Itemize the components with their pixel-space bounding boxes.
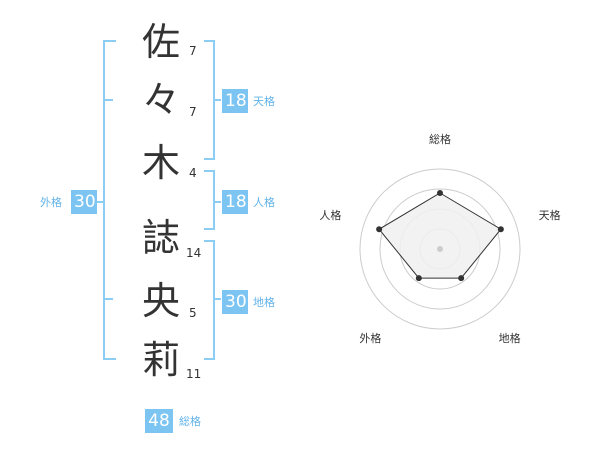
tenkaku-bracket-top xyxy=(204,40,215,42)
radar-ring-3 xyxy=(379,188,501,310)
radar-axis-label-3: 地格 xyxy=(499,331,521,345)
name-char-4: 誌 xyxy=(141,216,180,260)
chikaku-label: 地格 xyxy=(253,296,275,309)
name-char-6: 莉 xyxy=(141,338,180,382)
stroke-count-3: 4 xyxy=(189,166,197,180)
jinkaku-connector xyxy=(215,201,221,203)
radar-point-3 xyxy=(458,275,465,282)
name-char-3: 木 xyxy=(141,141,180,185)
jinkaku-label: 人格 xyxy=(253,196,275,209)
chikaku-bracket-top xyxy=(204,240,215,242)
stroke-count-2: 7 xyxy=(189,105,197,119)
radar-axis-label-2: 天格 xyxy=(539,208,561,222)
radar-axis-label-1: 総格 xyxy=(429,132,451,146)
gaikaku-tick-1 xyxy=(103,99,113,101)
tenkaku-bracket-vertical xyxy=(213,40,215,160)
tenkaku-bracket-bottom xyxy=(204,158,215,160)
stroke-count-6: 11 xyxy=(186,367,202,381)
name-char-2: 々 xyxy=(141,78,180,122)
chikaku-connector xyxy=(215,298,221,300)
jinkaku-bracket-bottom xyxy=(204,228,215,230)
chikaku-value: 30 xyxy=(222,290,248,314)
tenkaku-label: 天格 xyxy=(253,95,275,108)
gaikaku-value: 30 xyxy=(71,190,97,214)
radar-point-1 xyxy=(437,190,443,196)
gaikaku-tick-2 xyxy=(103,298,113,300)
soukaku-label: 総格 xyxy=(179,415,201,428)
radar-center xyxy=(437,246,443,252)
radar-point-4 xyxy=(415,275,422,282)
jinkaku-value: 18 xyxy=(222,190,248,214)
radar-axis-label-4: 外格 xyxy=(359,331,381,345)
gaikaku-label: 外格 xyxy=(40,196,62,209)
tenkaku-connector xyxy=(215,99,221,101)
gaikaku-bracket-top xyxy=(103,40,116,42)
jinkaku-bracket-vertical xyxy=(213,170,215,230)
jinkaku-bracket-top xyxy=(204,170,215,172)
chikaku-bracket-bottom xyxy=(204,358,215,360)
stroke-count-4: 14 xyxy=(186,246,202,260)
radar-series xyxy=(378,192,502,279)
gaikaku-connector xyxy=(97,201,103,203)
radar-ring-4 xyxy=(359,168,521,330)
stroke-count-1: 7 xyxy=(189,44,197,58)
radar-axis-label-5: 人格 xyxy=(319,208,341,222)
radar-point-2 xyxy=(497,226,504,233)
chikaku-bracket-vertical xyxy=(213,240,215,360)
stroke-count-5: 5 xyxy=(189,306,197,320)
soukaku-value: 48 xyxy=(145,409,173,433)
radar-point-5 xyxy=(376,226,383,233)
name-char-5: 央 xyxy=(141,279,180,323)
gaikaku-bracket-vertical xyxy=(103,40,105,360)
gaikaku-bracket-bottom xyxy=(103,358,116,360)
name-char-1: 佐 xyxy=(141,20,180,64)
tenkaku-value: 18 xyxy=(222,89,248,113)
